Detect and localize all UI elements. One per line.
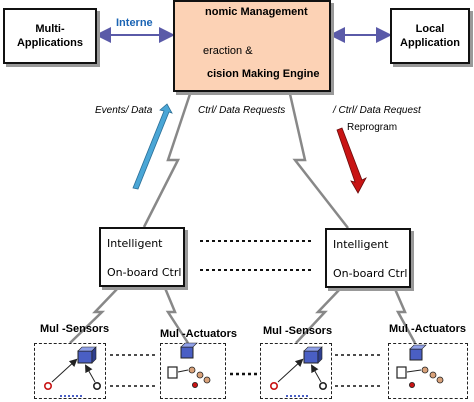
ctrl-right-to-sensors [295, 288, 341, 344]
reprogram-arrow [336, 127, 367, 194]
decision-engine-box: nomic Management eraction & cision Makin… [173, 0, 331, 92]
local-application-box: Local Application [390, 8, 470, 64]
onboard-controller-left: Intelligent On-board Ctrl [99, 227, 185, 287]
sensor-panel-left [34, 343, 106, 399]
actuator-panel-right [388, 343, 468, 399]
reprogram-label: Reprogram [347, 122, 398, 133]
events-data-label: Events/ Data [95, 105, 153, 116]
sensors-right-label: Mul -Sensors [263, 325, 333, 337]
engine-line-2: eraction & [203, 45, 253, 57]
ctrl-left-to-actuators [163, 287, 190, 344]
ctrl-requests-label: Ctrl/ Data Requests [198, 105, 286, 116]
internet-label: Interne [116, 17, 153, 29]
ctrl-right-to-actuators [393, 288, 417, 344]
engine-line-3: cision Making Engine [207, 68, 320, 80]
controller-left-line1: Intelligent [107, 237, 163, 250]
actuators-right-label: Mul -Actuators [389, 323, 466, 335]
lightning-link-right [288, 93, 349, 229]
local-application-label: Local Application [400, 23, 460, 49]
events-arrow [132, 103, 173, 190]
ctrl-request-right-label: / Ctrl/ Data Request [333, 105, 421, 116]
ctrl-left-to-sensors [69, 287, 119, 344]
controller-left-line2: On-board Ctrl [107, 266, 182, 279]
controller-right-line1: Intelligent [333, 238, 389, 251]
onboard-controller-right: Intelligent On-board Ctrl [325, 228, 411, 288]
lightning-link-left [142, 93, 192, 228]
multi-applications-label: Multi- Applications [16, 23, 83, 49]
actuators-left-label: Mul -Actuators [160, 328, 237, 340]
multi-applications-box: Multi- Applications [3, 8, 97, 64]
controller-right-line2: On-board Ctrl [333, 267, 408, 280]
sensors-left-label: Mul -Sensors [40, 323, 110, 335]
actuator-panel-left [160, 343, 226, 399]
sensor-panel-right [260, 343, 332, 399]
engine-title: nomic Management [205, 6, 308, 18]
